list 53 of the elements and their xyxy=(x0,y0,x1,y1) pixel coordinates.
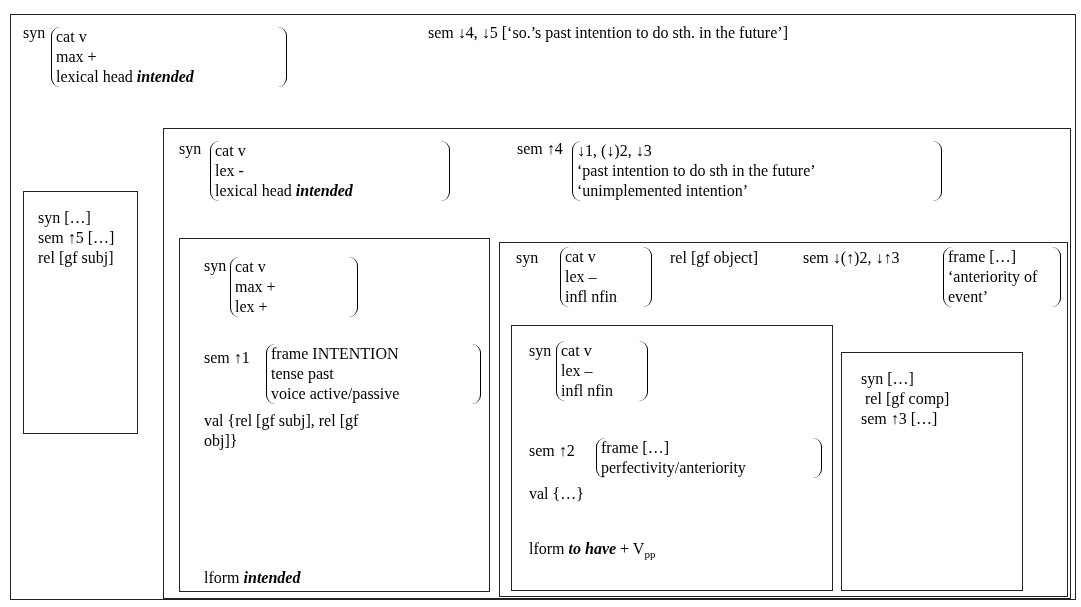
feature-text: sem ↑5 […] xyxy=(38,228,115,248)
feature-text: syn […] xyxy=(38,208,91,228)
feature-line: infl nfin xyxy=(561,381,614,401)
construction-box xyxy=(841,352,1023,591)
feature-text: lform to have + V$_{pp}$ xyxy=(529,539,656,563)
feature-text: syn xyxy=(204,256,227,276)
feature-line: ↓1, (↓)2, ↓3 xyxy=(577,141,653,161)
feature-text: syn xyxy=(516,248,539,268)
construction-box xyxy=(179,238,490,592)
feature-line: lex + xyxy=(235,297,269,317)
feature-line: cat v xyxy=(56,27,88,47)
feature-line: lex – xyxy=(565,267,598,287)
feature-line: lex - xyxy=(215,161,245,181)
construction-box xyxy=(10,14,1076,600)
feature-line: tense past xyxy=(271,364,335,384)
feature-line: perfectivity/anteriority xyxy=(601,458,747,478)
feature-line: infl nfin xyxy=(565,287,618,307)
construction-box xyxy=(499,242,1068,597)
feature-text: syn xyxy=(23,23,46,43)
construction-box xyxy=(511,325,833,591)
feature-line: lexical head intended xyxy=(215,181,354,201)
feature-text: sem ↑2 xyxy=(529,441,575,461)
feature-text: syn […] xyxy=(861,369,914,389)
feature-line: lexical head intended xyxy=(56,67,195,87)
feature-text: rel [gf comp] xyxy=(865,389,950,409)
feature-line: frame INTENTION xyxy=(271,344,400,364)
feature-text: syn xyxy=(529,341,552,361)
feature-text: syn xyxy=(179,139,202,159)
feature-line: cat v xyxy=(565,247,597,267)
feature-text: sem ↑4 xyxy=(517,139,563,159)
feature-text: sem ↑1 xyxy=(204,348,250,368)
feature-text: sem ↓4, ↓5 [‘so.’s past intention to do sth. in the future’] xyxy=(428,23,788,43)
feature-line: ‘past intention to do sth in the future’ xyxy=(577,161,817,181)
feature-text: rel [gf object] xyxy=(670,248,758,268)
feature-text: val {rel [gf subj], rel [gf obj]} xyxy=(204,411,360,451)
construction-box xyxy=(163,128,1071,599)
feature-line: cat v xyxy=(235,257,267,277)
feature-line: max + xyxy=(235,277,277,297)
feature-line: voice active/passive xyxy=(271,384,401,404)
feature-line: frame […] xyxy=(601,438,670,458)
construction-box xyxy=(23,191,138,434)
feature-line: max + xyxy=(56,47,98,67)
feature-line: cat v xyxy=(215,141,247,161)
feature-line: ‘anteriority of event’ xyxy=(948,267,1039,307)
feature-text: sem ↓(↑)2, ↓↑3 xyxy=(803,248,900,268)
feature-line: ‘unimplemented intention’ xyxy=(577,181,750,201)
feature-text: rel [gf subj] xyxy=(38,248,114,268)
feature-line: cat v xyxy=(561,341,593,361)
feature-line: lex – xyxy=(561,361,594,381)
feature-text: lform intended xyxy=(204,568,301,588)
feature-text: sem ↑3 […] xyxy=(861,409,938,429)
feature-text: val {…} xyxy=(529,484,584,504)
feature-line: frame […] xyxy=(948,247,1017,267)
